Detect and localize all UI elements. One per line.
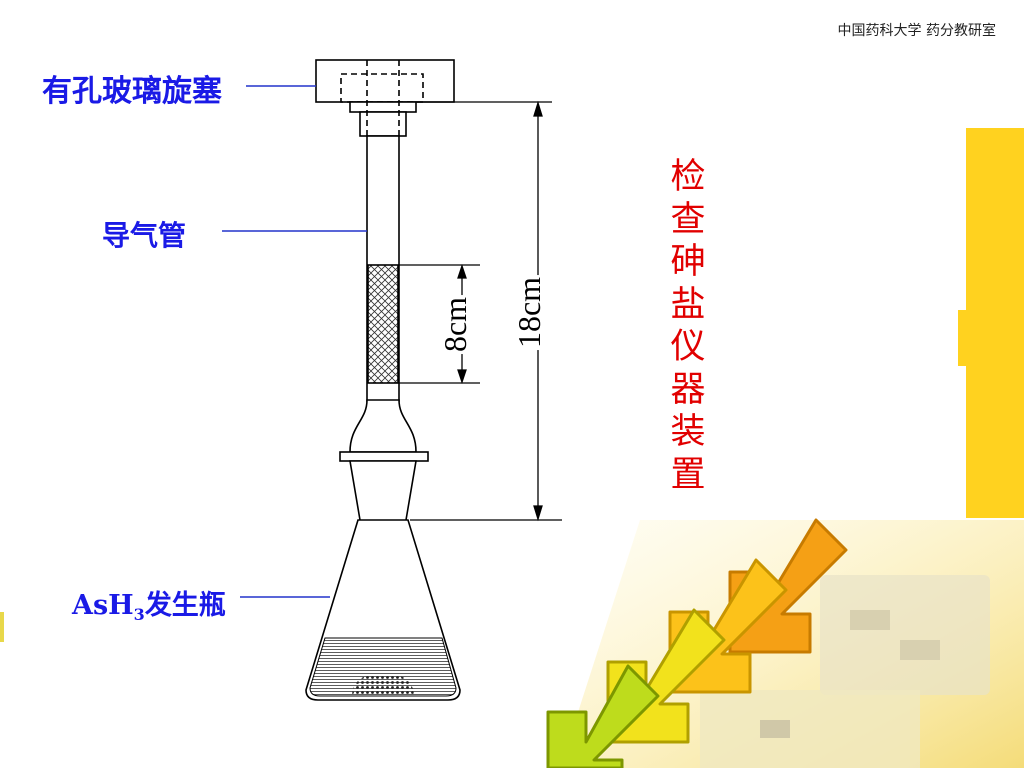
glass-stopcock [315, 59, 455, 103]
label-glass-stopcock: 有孔玻璃旋塞 [42, 74, 222, 109]
dimension-total: 18cm [511, 274, 549, 351]
title-char: 仪 [670, 327, 706, 367]
flask-liquid [309, 637, 457, 697]
label-generator-flask: AsH3发生瓶 [72, 583, 226, 624]
label-flask-suffix: 发生瓶 [144, 590, 226, 621]
header-institution: 中国药科大学 药分教研室 [837, 23, 996, 39]
title-char: 置 [670, 454, 706, 495]
title-char: 砷 [670, 242, 706, 282]
title-char: 检 [670, 157, 706, 197]
lead-acetate-cotton [367, 264, 399, 384]
arrow-decoration [546, 518, 848, 768]
tube-bulb [349, 399, 417, 453]
ground-joint [339, 451, 429, 462]
zinc-granules [352, 674, 414, 696]
arsenic-apparatus [305, 59, 461, 701]
title-char: 盐 [670, 284, 706, 325]
leader-lines [222, 85, 367, 598]
title-char: 装 [670, 412, 706, 452]
label-flask-prefix: AsH [72, 590, 134, 621]
dimension-packing: 8cm [437, 294, 475, 355]
label-flask-subscript: 3 [133, 605, 145, 624]
title-char: 查 [670, 199, 706, 240]
title-char: 器 [670, 369, 706, 410]
stopper-neck [349, 101, 417, 113]
label-gas-tube: 导气管 [102, 219, 187, 252]
vertical-title: 检 查 砷 盐 仪 器 装 置 [668, 156, 708, 496]
